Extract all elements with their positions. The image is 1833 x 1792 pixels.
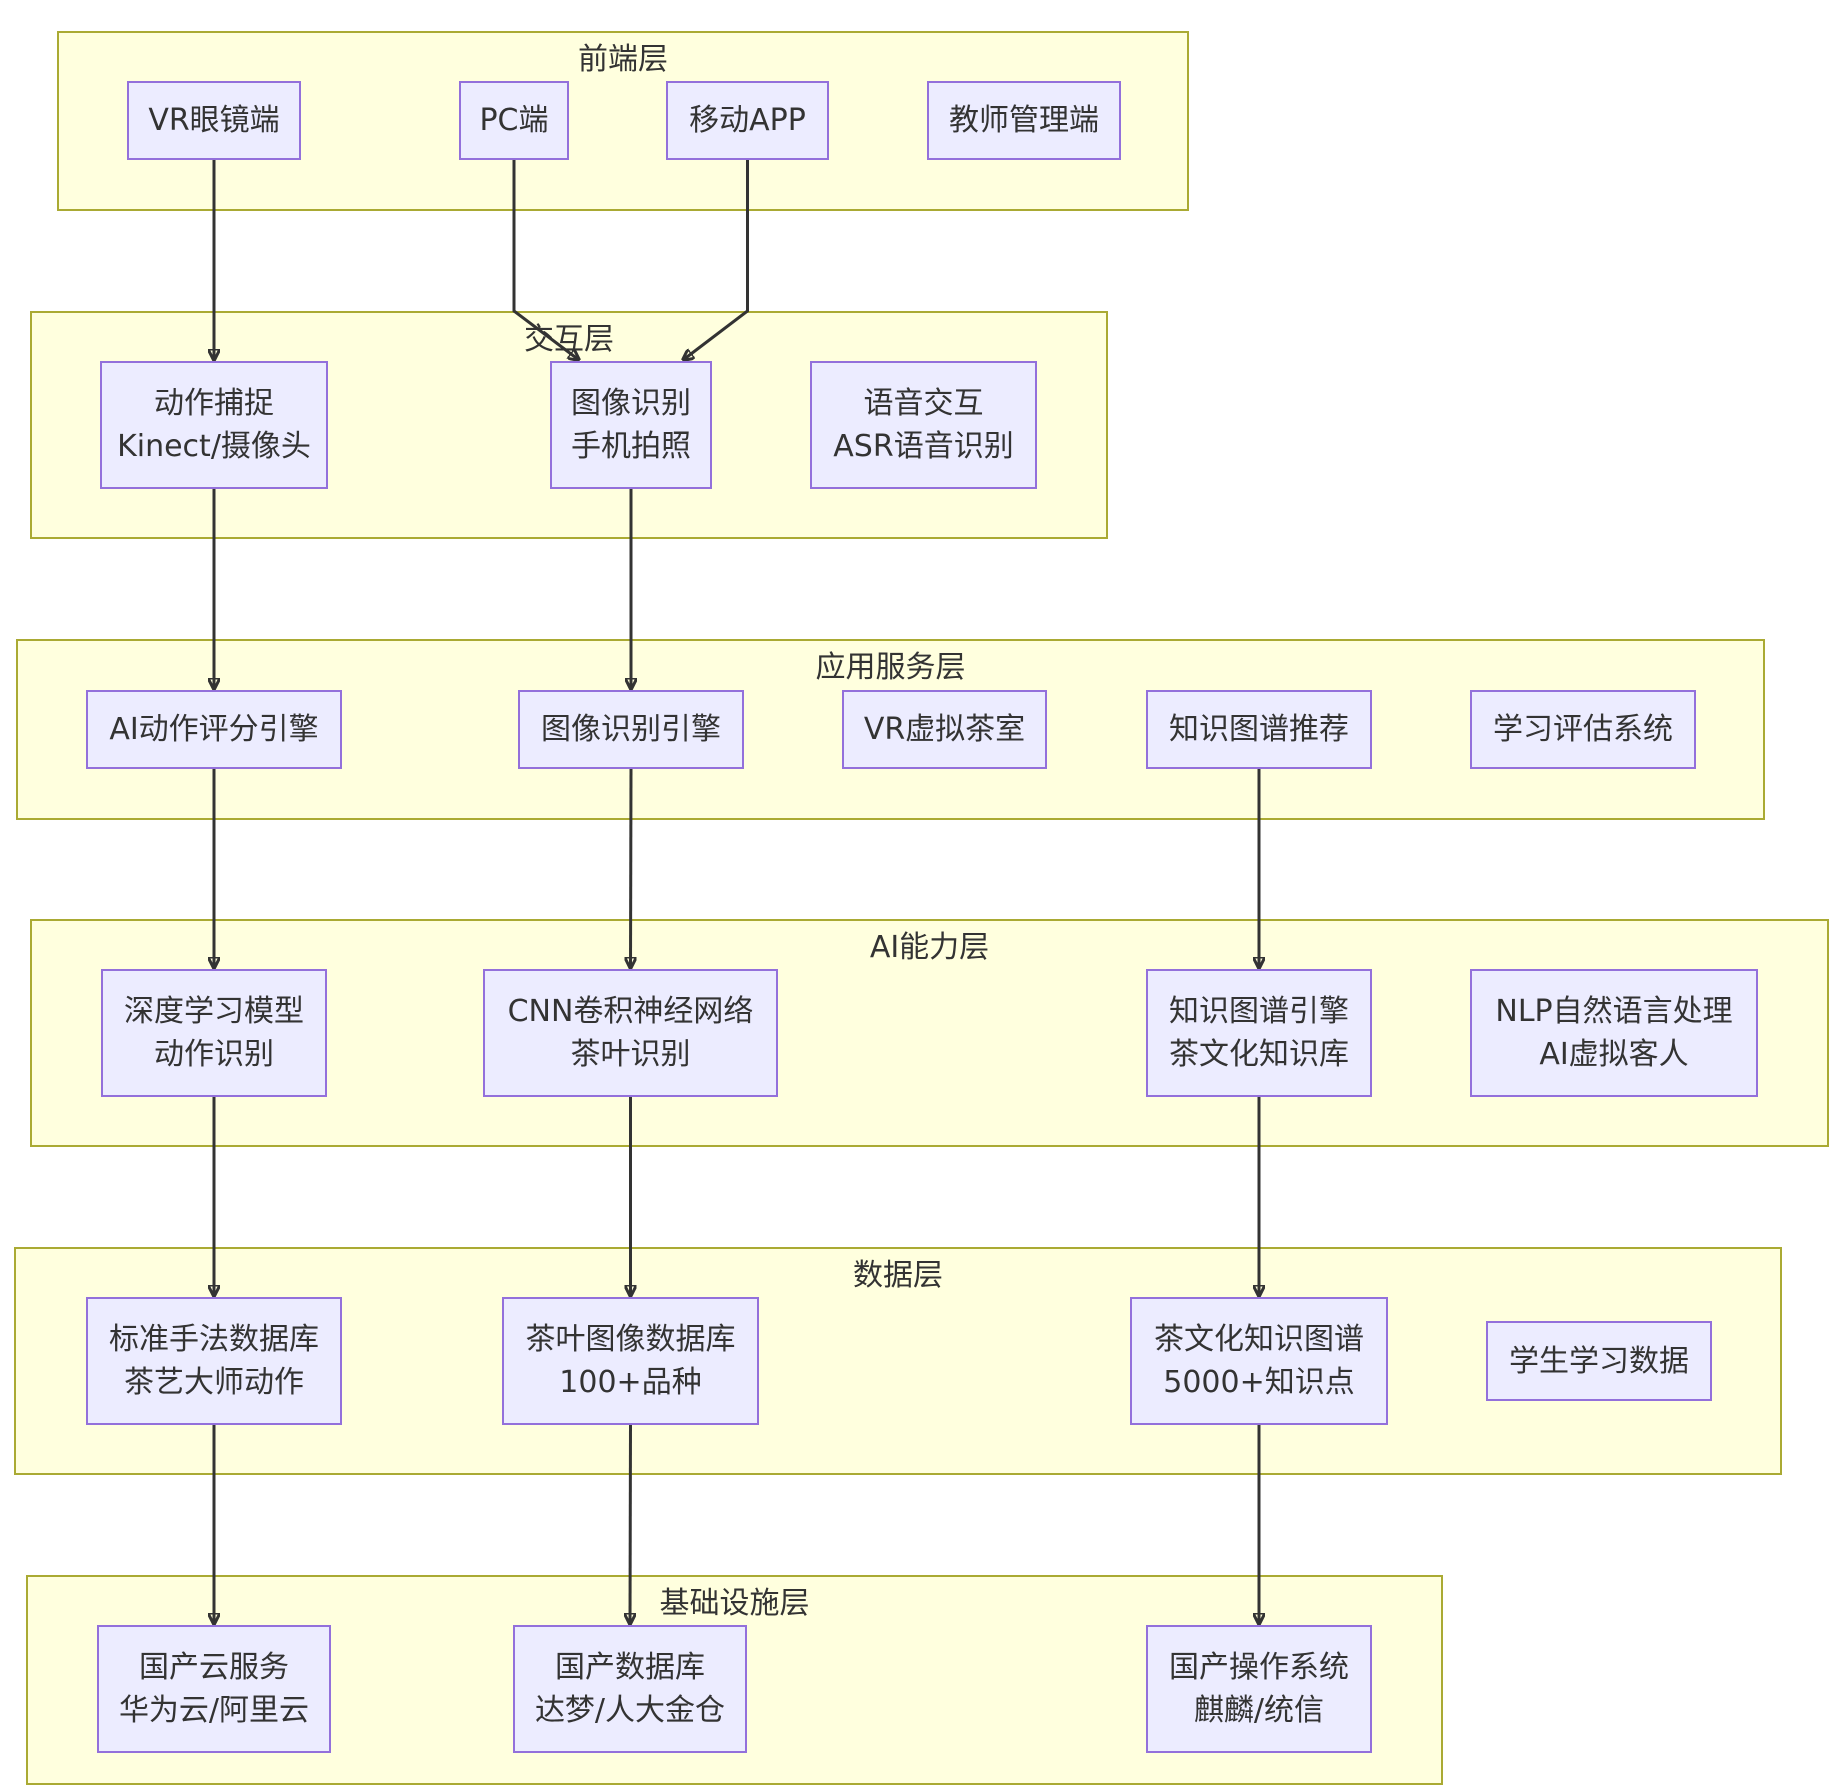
node-label-line: 茶文化知识图谱: [1154, 1322, 1364, 1357]
node-label-line: 语音交互: [863, 386, 984, 421]
node-label-line: 知识图谱引擎: [1169, 994, 1349, 1029]
node-label-line: 国产数据库: [555, 1650, 705, 1685]
node-learning-eval: 学习评估系统: [1470, 690, 1696, 769]
node-student-data: 学生学习数据: [1486, 1321, 1712, 1401]
node-label-line: 达梦/人大金仓: [534, 1693, 726, 1728]
node-label-line: VR虚拟茶室: [863, 712, 1026, 747]
node-label-line: 麒麟/统信: [1193, 1693, 1325, 1728]
node-label-line: VR眼镜端: [148, 103, 280, 138]
node-mobile-app: 移动APP: [666, 81, 829, 160]
node-label-line: 茶文化知识库: [1169, 1037, 1349, 1072]
node-kg-recommend: 知识图谱推荐: [1146, 690, 1372, 769]
node-label-line: 教师管理端: [949, 103, 1099, 138]
node-domestic-db: 国产数据库达梦/人大金仓: [513, 1625, 747, 1753]
node-motion-capture: 动作捕捉 Kinect/摄像头: [100, 361, 328, 489]
node-label-line: NLP自然语言处理: [1495, 994, 1733, 1029]
node-pc: PC端: [459, 81, 569, 160]
node-tea-image-db: 茶叶图像数据库 100+品种: [502, 1297, 759, 1425]
layer-title-data: 数据层: [853, 1258, 943, 1293]
node-label-line: 学生学习数据: [1509, 1343, 1689, 1379]
node-label-line: 动作识别: [154, 1037, 274, 1072]
node-domestic-os: 国产操作系统麒麟/统信: [1146, 1625, 1372, 1753]
node-nlp: NLP自然语言处理 AI虚拟客人: [1470, 969, 1758, 1097]
layer-title-infra: 基础设施层: [659, 1586, 810, 1621]
node-label-line: 5000+知识点: [1163, 1365, 1355, 1400]
node-label-line: 国产云服务: [139, 1650, 289, 1685]
node-image-recognition-engine: 图像识别引擎: [518, 690, 744, 769]
node-label-line: ASR语音识别: [833, 429, 1014, 464]
node-label-line: 茶叶识别: [570, 1037, 691, 1072]
node-kg-engine: 知识图谱引擎茶文化知识库: [1146, 969, 1372, 1097]
node-label-line: 茶叶图像数据库: [525, 1322, 736, 1357]
node-vr-glasses: VR眼镜端: [127, 81, 301, 160]
node-teacher-admin: 教师管理端: [927, 81, 1121, 160]
node-domestic-cloud: 国产云服务华为云/阿里云: [97, 1625, 331, 1753]
node-label-line: 国产操作系统: [1169, 1650, 1349, 1685]
node-label-line: 标准手法数据库: [109, 1322, 319, 1357]
node-deep-learning: 深度学习模型动作识别: [101, 969, 327, 1097]
node-label-line: 移动APP: [689, 103, 806, 138]
node-label-line: 华为云/阿里云: [118, 1693, 310, 1728]
node-label-line: 手机拍照: [571, 429, 691, 464]
layer-title-service: 应用服务层: [815, 650, 966, 685]
node-cnn: CNN卷积神经网络茶叶识别: [483, 969, 778, 1097]
layer-title-ai: AI能力层: [869, 930, 990, 965]
node-label-line: AI虚拟客人: [1539, 1037, 1689, 1072]
node-vr-tea-room: VR虚拟茶室: [842, 690, 1047, 769]
node-voice-interaction: 语音交互 ASR语音识别: [810, 361, 1037, 489]
node-label-line: PC端: [479, 103, 549, 138]
node-standard-db: 标准手法数据库茶艺大师动作: [86, 1297, 342, 1425]
node-label-line: Kinect/摄像头: [117, 429, 311, 464]
node-label-line: 图像识别引擎: [541, 712, 721, 747]
node-label-line: 茶艺大师动作: [124, 1365, 304, 1400]
node-label-line: 100+品种: [559, 1365, 702, 1400]
node-label-line: AI动作评分引擎: [109, 712, 319, 747]
node-tea-kg: 茶文化知识图谱 5000+知识点: [1130, 1297, 1388, 1425]
node-image-recognition: 图像识别手机拍照: [550, 361, 712, 489]
layer-title-frontend: 前端层: [578, 42, 668, 77]
node-label-line: 图像识别: [571, 386, 691, 421]
node-label-line: 知识图谱推荐: [1169, 712, 1349, 747]
node-ai-motion-scoring: AI动作评分引擎: [86, 690, 342, 769]
node-label-line: 学习评估系统: [1493, 712, 1673, 747]
layer-title-interaction: 交互层: [524, 322, 614, 357]
node-label-line: 深度学习模型: [124, 994, 304, 1029]
node-label-line: CNN卷积神经网络: [507, 994, 754, 1029]
node-label-line: 动作捕捉: [154, 386, 274, 421]
